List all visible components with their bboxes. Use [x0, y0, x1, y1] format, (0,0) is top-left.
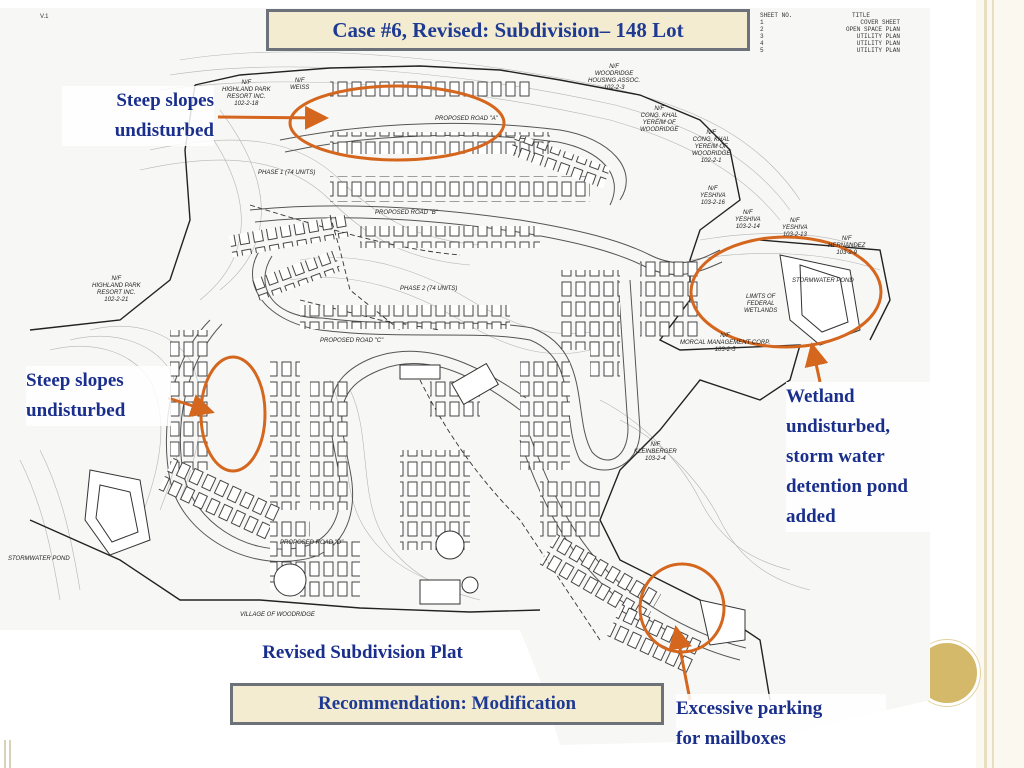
plat-label-cong-khal-2: N/F CONG. KHAL YEREIM OF WOODRIDGE 102-2… — [692, 130, 731, 164]
plat-label-road-d: PROPOSED ROAD "D" — [280, 540, 344, 546]
annotations — [167, 84, 883, 701]
plat-label-phase-1: PHASE 1 (74 UNITS) — [258, 170, 316, 176]
recommendation-box: Recommendation: Modification — [230, 683, 664, 725]
plat-label-highland-top: N/F HIGHLAND PARK RESORT INC. 102-2-18 — [222, 80, 271, 107]
border-line — [984, 0, 987, 768]
border-line — [992, 0, 994, 768]
plat-label-stormwater-left: STORMWATER POND — [8, 556, 70, 562]
plat-label-yeshiva-1: N/F YESHIVA 103-2-16 — [700, 186, 726, 206]
callout-wetland: Wetland undisturbed, storm water detenti… — [786, 382, 958, 532]
plat-label-road-b: PROPOSED ROAD "B" — [375, 210, 438, 216]
decorative-marks — [4, 740, 14, 768]
callout-steep-slopes-left: Steep slopes undisturbed — [26, 366, 171, 426]
plat-label-morcal: N/F MORCAL MANAGEMENT CORP. 103-2-5 — [680, 333, 771, 353]
wetland-ellipse — [689, 235, 883, 349]
plat-label-cong-khal-1: N/F CONG. KHAL YEREIM OF WOODRIDGE — [640, 106, 679, 133]
slide-title: Case #6, Revised: Subdivision– 148 Lot — [266, 9, 750, 51]
arrow-steep-top — [217, 105, 329, 130]
plat-label-yeshiva-3: N/F YESHIVA 103-2-13 — [782, 218, 808, 238]
plat-label-phase-2: PHASE 2 (74 UNITS) — [400, 286, 458, 292]
plat-label-weiss: N/F WEISS — [290, 78, 310, 91]
plat-label-wetlands: LIMITS OF FEDERAL WETLANDS — [744, 294, 778, 314]
plat-label-road-c: PROPOSED ROAD "C" — [320, 338, 384, 344]
arrow-steep-left — [167, 394, 215, 418]
plat-label-road-a: PROPOSED ROAD "A" — [435, 116, 498, 122]
arrow-parking — [668, 625, 692, 701]
subdivision-plat-map — [19, 51, 891, 701]
plat-label-yeshiva-2: N/F YESHIVA 103-2-14 — [735, 210, 761, 230]
corner-mark: V.1 — [40, 14, 49, 20]
plat-caption: Revised Subdivision Plat — [205, 636, 520, 670]
plat-label-woodridge: N/F WOODRIDGE HOUSING ASSOC. 102-2-3 — [588, 64, 641, 91]
steep-slopes-top-ellipse — [288, 84, 506, 162]
arrow-wetland — [804, 342, 829, 383]
sheet-index-header: SHEET NO. TITLE — [760, 12, 870, 19]
structures — [84, 254, 861, 646]
plat-label-hernandez: N/F HERNANDEZ 103-2-9 — [828, 236, 866, 256]
plat-label-highland-left: N/F HIGHLAND PARK RESORT INC. 102-2-21 — [92, 276, 141, 303]
callout-excessive-parking: Excessive parking for mailboxes — [676, 694, 886, 754]
plat-label-kleinberger: N/F KLEINBERGER 103-2-4 — [634, 442, 677, 462]
plat-label-village: VILLAGE OF WOODRIDGE — [240, 612, 315, 618]
lot-rows — [157, 80, 705, 678]
callout-steep-slopes-top: Steep slopes undisturbed — [62, 86, 214, 146]
plat-label-stormwater-right: STORMWATER POND — [792, 278, 854, 284]
slide-right-border — [976, 0, 1024, 768]
